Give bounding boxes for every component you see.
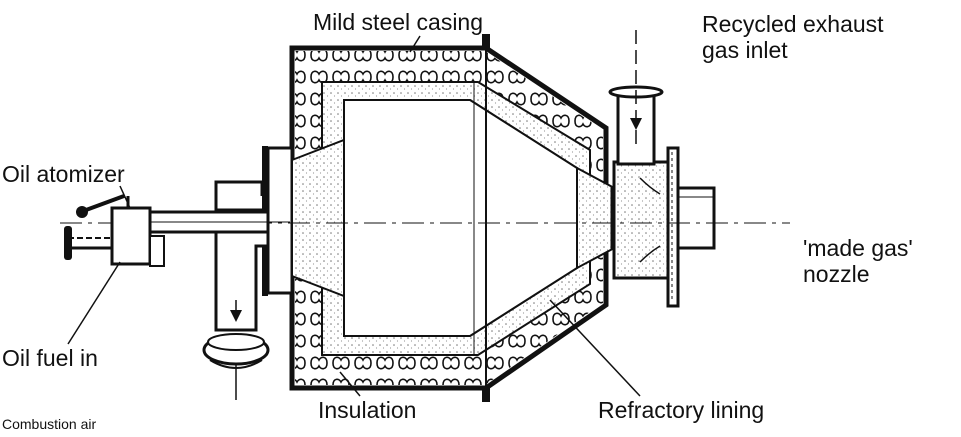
flow-arrow-lower	[639, 245, 661, 263]
atomizer-lever	[85, 194, 125, 212]
manifold-flange-plate	[666, 146, 680, 308]
air-duct-top	[214, 180, 264, 210]
leader-atomizer	[119, 185, 131, 209]
bottom-flange-lug	[482, 388, 490, 402]
label-mild-steel-casing: Mild steel casing	[313, 9, 484, 35]
label-refractory-lining: Refractory lining	[598, 397, 765, 423]
leader-fuel	[67, 261, 121, 345]
burner-end-plate	[266, 146, 294, 295]
leader-casing	[409, 35, 421, 53]
top-flange-lug	[482, 34, 490, 48]
label-made-gas: 'made gas'	[803, 235, 913, 261]
flow-arrow-upper	[639, 177, 661, 195]
label-recycled-exhaust: Recycled exhaust	[702, 11, 884, 37]
leader-insulation	[339, 371, 361, 397]
fuel-handwheel	[64, 226, 72, 260]
label-oil-fuel-in: Oil fuel in	[2, 345, 98, 371]
label-oil-atomizer: Oil atomizer	[2, 161, 125, 187]
label-combustion-air: Combustion air	[2, 416, 97, 432]
label-insulation: Insulation	[318, 397, 417, 423]
lever-knob	[76, 206, 88, 218]
air-duct-elbow	[214, 208, 270, 332]
atomizer-valve	[149, 235, 165, 267]
leader-refractory	[549, 299, 641, 397]
air-arrow-head	[230, 310, 242, 322]
label-nozzle: nozzle	[803, 261, 870, 287]
burner-quarl	[291, 138, 345, 298]
label-gas-inlet: gas inlet	[702, 37, 788, 63]
atomizer-body	[110, 206, 152, 266]
inlet-arrow	[630, 118, 642, 130]
air-fan-top	[207, 333, 265, 351]
